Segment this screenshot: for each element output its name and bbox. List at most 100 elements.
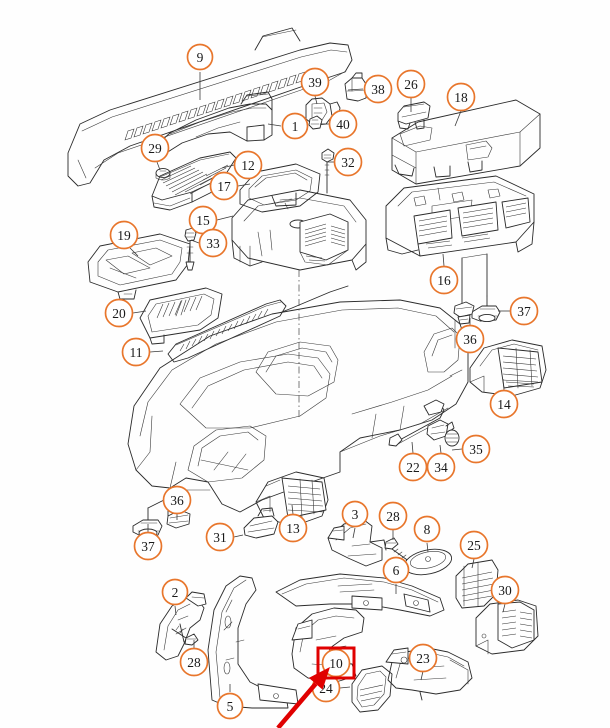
callout-circle[interactable] (161, 578, 189, 606)
callout-circle[interactable] (186, 43, 214, 71)
callout-17[interactable]: 17 (209, 171, 251, 201)
callout-6[interactable]: 6 (382, 556, 410, 595)
callout-circle[interactable] (233, 150, 263, 180)
callout-circle[interactable] (461, 434, 491, 464)
callout-40[interactable]: 40 (320, 109, 358, 139)
callout-circle[interactable] (333, 147, 363, 177)
callout-36[interactable]: 36 (162, 485, 192, 521)
part-34-connector (426, 419, 455, 441)
callout-circle[interactable] (398, 452, 428, 482)
callout-14[interactable]: 14 (489, 378, 519, 419)
callout-number: 35 (469, 442, 483, 457)
callout-circle[interactable] (459, 530, 489, 560)
callout-16[interactable]: 16 (429, 253, 459, 295)
callout-circle[interactable] (140, 133, 170, 163)
callout-circle[interactable] (489, 389, 519, 419)
part-26-air-channel-bracket (397, 101, 431, 130)
callout-leader-line (221, 164, 235, 169)
part-11-trim-strip (167, 285, 349, 363)
callout-19[interactable]: 19 (109, 220, 139, 257)
callout-number: 9 (197, 50, 204, 65)
highlighted-callout-10[interactable]: 10 (316, 646, 356, 680)
callout-13[interactable]: 13 (278, 504, 308, 543)
callout-11[interactable]: 11 (121, 337, 164, 367)
callout-26[interactable]: 26 (396, 69, 426, 113)
callout-circle[interactable] (198, 228, 228, 258)
callout-20[interactable]: 20 (104, 298, 147, 328)
part-40-small-clip (308, 115, 323, 130)
callout-circle[interactable] (426, 452, 456, 482)
callout-8[interactable]: 8 (413, 515, 441, 553)
callout-23[interactable]: 23 (408, 643, 438, 681)
callout-28[interactable]: 28 (179, 640, 209, 677)
callout-circle[interactable] (382, 556, 410, 584)
part-31-duct-clip (243, 507, 279, 539)
callout-leader-line (149, 350, 164, 353)
callout-leader-line (132, 310, 147, 314)
callout-circle[interactable] (378, 501, 408, 531)
callout-25[interactable]: 25 (459, 530, 489, 569)
part-28-screw-upper (384, 537, 411, 563)
callout-18[interactable]: 18 (446, 82, 476, 127)
callout-32[interactable]: 32 (327, 147, 363, 177)
callout-28[interactable]: 28 (378, 501, 408, 541)
callout-circle[interactable] (509, 296, 539, 326)
part-16-console-vent-housing (385, 175, 535, 257)
callout-circle[interactable] (133, 531, 163, 561)
callout-circle[interactable] (341, 500, 369, 528)
callout-number: 2 (172, 585, 179, 600)
callout-number: 39 (308, 75, 322, 90)
callout-circle[interactable] (209, 171, 239, 201)
callout-circle[interactable] (278, 513, 308, 543)
callout-12[interactable]: 12 (221, 150, 263, 180)
callout-leader-line (267, 123, 282, 127)
callout-number: 6 (393, 563, 400, 578)
callout-circle[interactable] (179, 647, 209, 677)
part-38-sensor-housing (344, 72, 367, 102)
callout-31[interactable]: 31 (205, 522, 244, 552)
callout-circle[interactable] (104, 298, 134, 328)
callout-34[interactable]: 34 (426, 444, 456, 482)
callout-circle[interactable] (121, 337, 151, 367)
callout-37[interactable]: 37 (133, 524, 163, 561)
callout-15[interactable]: 15 (188, 205, 234, 235)
callout-37[interactable]: 37 (498, 296, 539, 326)
callout-leader-line (339, 686, 351, 689)
callout-circle[interactable] (109, 220, 139, 250)
callout-circle[interactable] (490, 575, 520, 605)
part-28-screw-lower (171, 625, 199, 646)
callout-circle[interactable] (446, 82, 476, 112)
callout-circle[interactable] (205, 522, 235, 552)
callout-circle[interactable] (162, 485, 192, 515)
callout-circle[interactable] (281, 112, 309, 140)
callout-circle[interactable] (413, 515, 441, 543)
callout-circle[interactable] (363, 74, 393, 104)
callout-circle[interactable] (429, 265, 459, 295)
callout-22[interactable]: 22 (398, 441, 428, 482)
callout-5[interactable]: 5 (216, 684, 244, 720)
callout-33[interactable]: 33 (190, 228, 228, 258)
callout-circle[interactable] (455, 324, 485, 354)
callout-2[interactable]: 2 (161, 578, 189, 616)
callout-36[interactable]: 36 (455, 318, 485, 354)
callout-3[interactable]: 3 (341, 500, 369, 539)
callout-circle[interactable] (408, 643, 438, 673)
callout-leader-line (426, 542, 429, 553)
highlight-arrow-head (308, 667, 330, 690)
callout-38[interactable]: 38 (347, 74, 393, 104)
callout-circle[interactable] (216, 692, 244, 720)
callout-9[interactable]: 9 (186, 43, 214, 101)
callout-circle[interactable] (300, 67, 330, 97)
callout-circle[interactable] (396, 69, 426, 99)
callout-circle[interactable] (328, 109, 358, 139)
callout-leader-line (451, 448, 463, 451)
part-14-side-vent (469, 339, 547, 397)
callout-1[interactable]: 1 (267, 112, 309, 140)
callout-leader-line (129, 247, 139, 257)
callout-29[interactable]: 29 (140, 133, 170, 171)
callout-leader-line (471, 558, 475, 569)
callout-35[interactable]: 35 (451, 434, 491, 464)
callout-39[interactable]: 39 (300, 67, 330, 105)
callout-30[interactable]: 30 (490, 575, 520, 613)
